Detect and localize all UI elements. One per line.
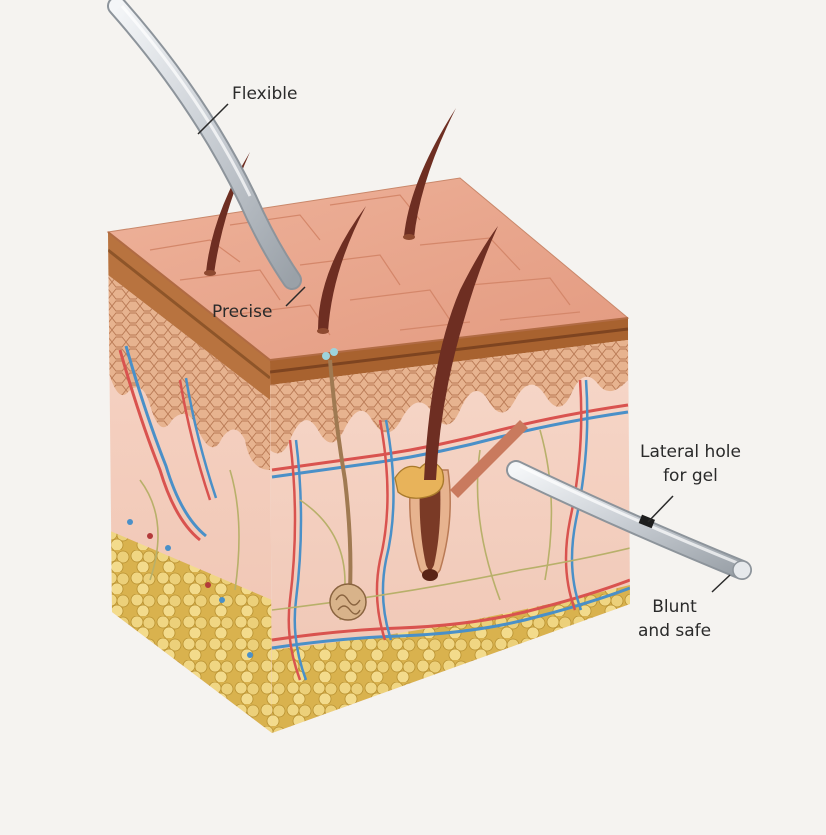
blunt-label: Blunt and safe [638, 595, 711, 643]
blunt-label-line2: and safe [638, 619, 711, 643]
lateral-hole-label: Lateral hole for gel [640, 440, 741, 488]
flexible-label-text: Flexible [232, 82, 297, 106]
precise-label-text: Precise [212, 300, 272, 324]
blunt-label-line1: Blunt [638, 595, 711, 619]
lateral-hole-leader-line [648, 496, 673, 522]
lateral-hole-label-line2: for gel [640, 464, 741, 488]
blunt-leader-line [712, 575, 730, 592]
precise-label: Precise [212, 300, 272, 324]
lateral-hole-label-line1: Lateral hole [640, 440, 741, 464]
flexible-label: Flexible [232, 82, 297, 106]
